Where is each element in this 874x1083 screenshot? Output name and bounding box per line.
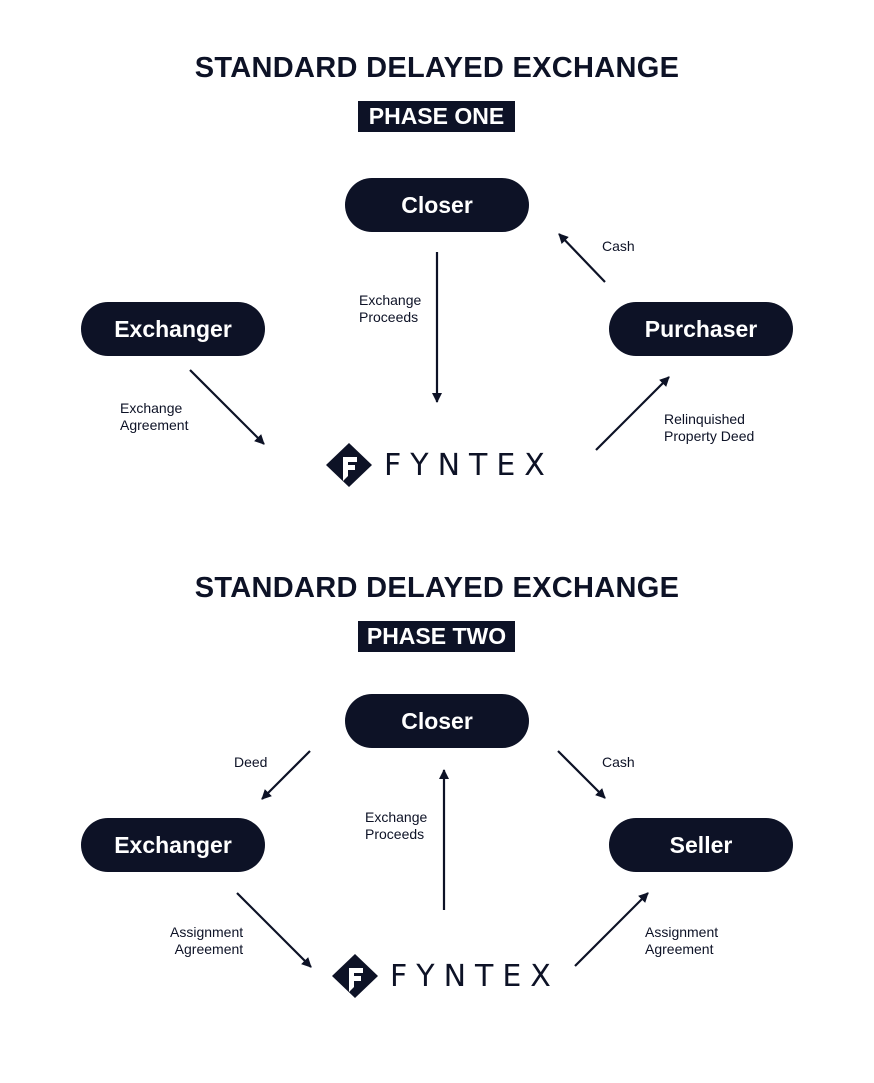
assignment-agreement-left-label: Assignment Agreement bbox=[170, 924, 243, 958]
relinquished-deed-label: Relinquished Property Deed bbox=[664, 411, 754, 445]
phase-two-title: STANDARD DELAYED EXCHANGE bbox=[194, 572, 680, 604]
exchange-proceeds-line-1: Exchange bbox=[359, 292, 422, 308]
assignment-right-line-2: Agreement bbox=[645, 941, 714, 957]
phase-one-title: STANDARD DELAYED EXCHANGE bbox=[194, 52, 680, 84]
exchange-proceeds-label: Exchange Proceeds bbox=[359, 292, 421, 326]
exchanger-label-2: Exchanger bbox=[114, 831, 232, 858]
fyntex-wordmark: FYNTEX bbox=[384, 447, 554, 483]
deed-label-line: Deed bbox=[234, 754, 268, 770]
relinquished-deed-line-1: Relinquished bbox=[664, 411, 745, 427]
seller-label: Seller bbox=[669, 831, 733, 858]
assignment-agreement-right-label: Assignment Agreement bbox=[645, 924, 718, 958]
exchanger-node: Exchanger bbox=[81, 302, 265, 356]
exchange-proceeds-2-line-2: Proceeds bbox=[365, 826, 425, 842]
seller-node: Seller bbox=[609, 818, 793, 872]
cash-label-line: Cash bbox=[602, 238, 635, 254]
assignment-right-line-1: Assignment bbox=[645, 924, 719, 940]
relinquished-deed-line-2: Property Deed bbox=[664, 428, 755, 444]
fyntex-logo: FYNTEX bbox=[326, 443, 554, 487]
arrow-fyntex-to-purchaser bbox=[595, 376, 670, 451]
assignment-left-line-2: Agreement bbox=[174, 941, 244, 957]
closer-node-2: Closer bbox=[345, 694, 529, 748]
exchange-agreement-line-2: Agreement bbox=[120, 417, 189, 433]
exchanger-node-2: Exchanger bbox=[81, 818, 265, 872]
phase-two-badge: PHASE TWO bbox=[358, 621, 515, 652]
exchange-proceeds-label-2: Exchange Proceeds bbox=[365, 809, 427, 843]
deed-label: Deed bbox=[234, 754, 267, 771]
arrow-closer-to-seller bbox=[557, 750, 606, 799]
arrow-exchanger-to-fyntex-2 bbox=[236, 892, 312, 968]
fyntex-logo-icon bbox=[332, 954, 378, 998]
purchaser-label: Purchaser bbox=[644, 315, 758, 342]
purchaser-node: Purchaser bbox=[609, 302, 793, 356]
arrow-exchanger-to-fyntex bbox=[189, 369, 265, 445]
arrow-purchaser-to-closer bbox=[558, 233, 606, 283]
fyntex-logo-icon bbox=[326, 443, 372, 487]
arrow-closer-to-exchanger bbox=[261, 750, 311, 800]
exchange-proceeds-2-line-1: Exchange bbox=[365, 809, 428, 825]
closer-label-2: Closer bbox=[401, 707, 473, 734]
closer-node: Closer bbox=[345, 178, 529, 232]
cash-label-2-line: Cash bbox=[602, 754, 635, 770]
exchange-proceeds-line-2: Proceeds bbox=[359, 309, 419, 325]
phase-one-badge: PHASE ONE bbox=[358, 101, 515, 132]
arrow-fyntex-to-seller bbox=[574, 892, 649, 967]
closer-label: Closer bbox=[401, 191, 473, 218]
cash-label: Cash bbox=[602, 238, 635, 255]
cash-label-2: Cash bbox=[602, 754, 635, 771]
exchange-agreement-line-1: Exchange bbox=[120, 400, 183, 416]
assignment-left-line-1: Assignment bbox=[170, 924, 244, 940]
exchanger-label: Exchanger bbox=[114, 315, 232, 342]
exchange-agreement-label: Exchange Agreement bbox=[120, 400, 188, 434]
fyntex-logo-2: FYNTEX bbox=[332, 954, 560, 998]
fyntex-wordmark-2: FYNTEX bbox=[390, 958, 560, 994]
